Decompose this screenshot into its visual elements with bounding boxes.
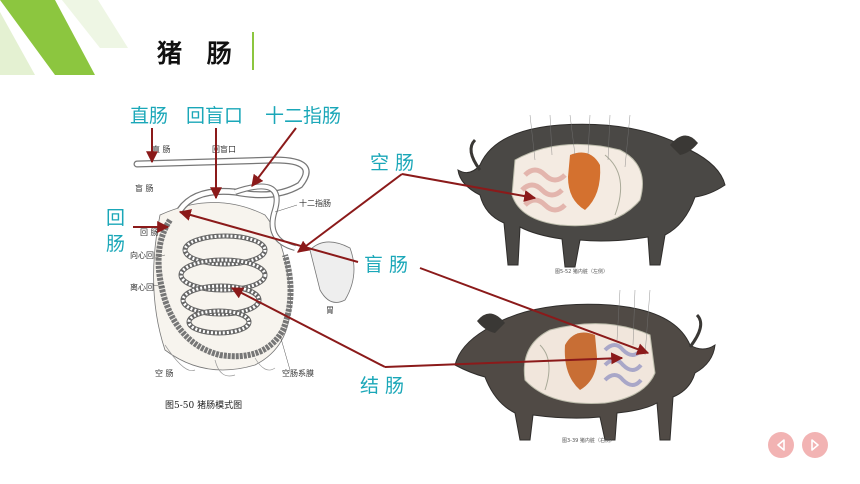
diagram-label-stomach: 胃 <box>326 306 334 315</box>
pig-bottom-caption: 图3-39 猪内脏（右侧） <box>562 438 615 444</box>
label-ileum-line1: 回 <box>106 207 126 229</box>
diagram-label-rectum: 直 肠 <box>152 145 171 154</box>
page-title: 猪 肠 <box>157 39 240 68</box>
diagram-label-ileum: 回 肠 <box>140 228 159 237</box>
diagram-label-ileocecal: 回盲口 <box>212 145 236 154</box>
label-cecum: 盲 肠 <box>364 254 409 276</box>
diagram-label-centrifugal: 离心回 <box>130 283 154 292</box>
prev-slide-button[interactable] <box>768 432 794 458</box>
label-jejunum: 空 肠 <box>370 152 415 174</box>
pig-right-side-illustration <box>454 289 716 441</box>
label-ileum-line2: 肠 <box>106 233 126 255</box>
label-ileocecal-orifice: 回盲口 <box>186 105 244 127</box>
pig-top-caption: 图5-52 猪内脏（左侧） <box>555 269 608 275</box>
label-colon: 结 肠 <box>360 375 405 397</box>
label-duodenum: 十二指肠 <box>265 105 342 127</box>
label-rectum: 直肠 <box>130 105 169 127</box>
diagram-label-centripetal: 向心回 <box>130 251 154 260</box>
title-divider <box>252 32 254 70</box>
diagram-label-duodenum: 十二指肠 <box>299 199 331 208</box>
diagram-caption: 图5-50 猪肠模式图 <box>165 401 243 411</box>
diagram-label-jejunum: 空 肠 <box>155 369 174 378</box>
diagram-label-mesentery: 空肠系膜 <box>282 369 314 378</box>
next-slide-button[interactable] <box>802 432 828 458</box>
triangle-right-icon <box>811 439 819 451</box>
pig-left-side-illustration <box>457 114 726 268</box>
triangle-left-icon <box>777 439 785 451</box>
diagram-label-cecum: 盲 肠 <box>135 184 154 193</box>
